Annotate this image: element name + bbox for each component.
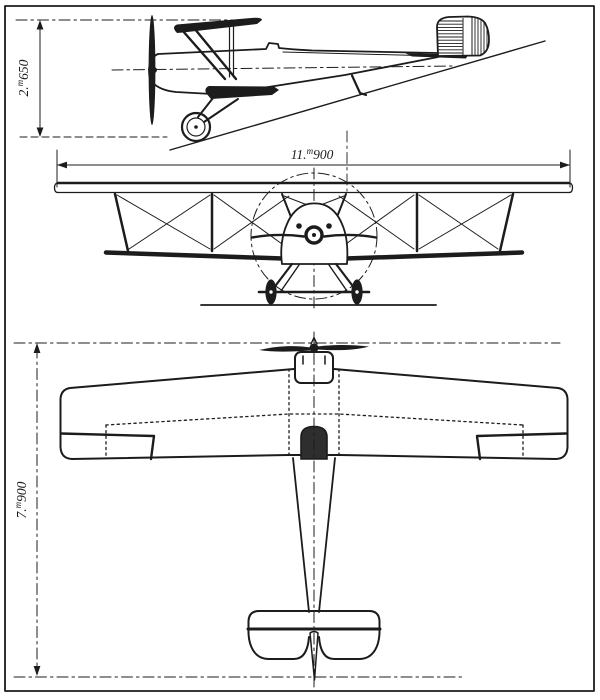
top-view: [13, 331, 569, 689]
gear-leg-left-a: [271, 262, 294, 291]
wheel-front-left-hub: [269, 290, 273, 294]
dimension-span-arrow-left: [57, 161, 67, 169]
gear-leg-right-b: [328, 264, 348, 292]
dimension-height: 2.m650: [15, 20, 44, 137]
cylinder-left: [296, 223, 302, 229]
cylinder-right: [326, 223, 332, 229]
dimension-span-label: 11.m900: [291, 146, 334, 162]
wheel-side-rim: [186, 117, 206, 137]
outer-strut-right: [498, 192, 515, 253]
outer-strut-left: [113, 192, 130, 253]
propeller-hub-side: [151, 67, 157, 73]
elevator-left-lobe: [247, 628, 310, 660]
tail-skid: [350, 74, 368, 97]
gear-strut-side-b: [203, 98, 239, 123]
propeller-blade-top-left: [259, 346, 311, 352]
front-view: [53, 130, 574, 313]
dimension-span: 11.m900: [56, 146, 571, 188]
gear-leg-right-a: [334, 262, 357, 291]
cabane-strut-front: [180, 28, 227, 81]
dimension-span-arrow-right: [560, 161, 570, 169]
sheet-border: [4, 5, 595, 692]
propeller-blade-front-right: [322, 233, 378, 239]
side-view: [15, 15, 546, 151]
elevator-right-lobe: [318, 628, 381, 660]
gear-leg-left-b: [280, 264, 300, 292]
lower-wing-front-right: [314, 250, 525, 262]
dimension-length-arrow-top: [33, 343, 41, 353]
dimension-length-label: 7.m900: [13, 481, 29, 518]
cabane-front-left: [281, 193, 292, 218]
dimension-height-arrow-bottom: [36, 127, 44, 137]
ground-line-side: [169, 40, 546, 151]
wheel-side-tire: [180, 111, 212, 143]
lower-wing-side: [205, 86, 279, 99]
wheel-front-right-hub: [355, 290, 359, 294]
fuselage-top-view-right: [318, 457, 336, 613]
thrust-centerline: [111, 65, 453, 71]
propeller-blade-front-left: [250, 233, 306, 239]
ailerons: [59, 432, 568, 461]
cabane-front-right: [336, 193, 347, 218]
dimension-height-arrow-top: [36, 20, 44, 30]
lower-wing-front-left: [103, 250, 314, 262]
fuselage-nose: [148, 53, 159, 84]
spinner-hub-dot: [312, 233, 316, 237]
dimension-length: 7.m900: [13, 343, 41, 676]
bracing-wires: [116, 194, 512, 250]
fuselage-bottom-line: [152, 51, 439, 95]
fuselage-top-line: [157, 42, 439, 55]
propeller-disc: [250, 172, 378, 300]
dimension-length-arrow-bottom: [33, 666, 41, 676]
wheel-side-hub: [194, 125, 198, 129]
upper-wing-front-tip-right: [568, 182, 574, 194]
fuselage-top-view-left: [292, 457, 310, 613]
tailplane-side: [405, 53, 468, 59]
propeller-blade-top-right: [317, 344, 369, 351]
dimension-height-label: 2.m650: [15, 59, 31, 96]
upper-wing-front-tip-left: [53, 182, 59, 194]
